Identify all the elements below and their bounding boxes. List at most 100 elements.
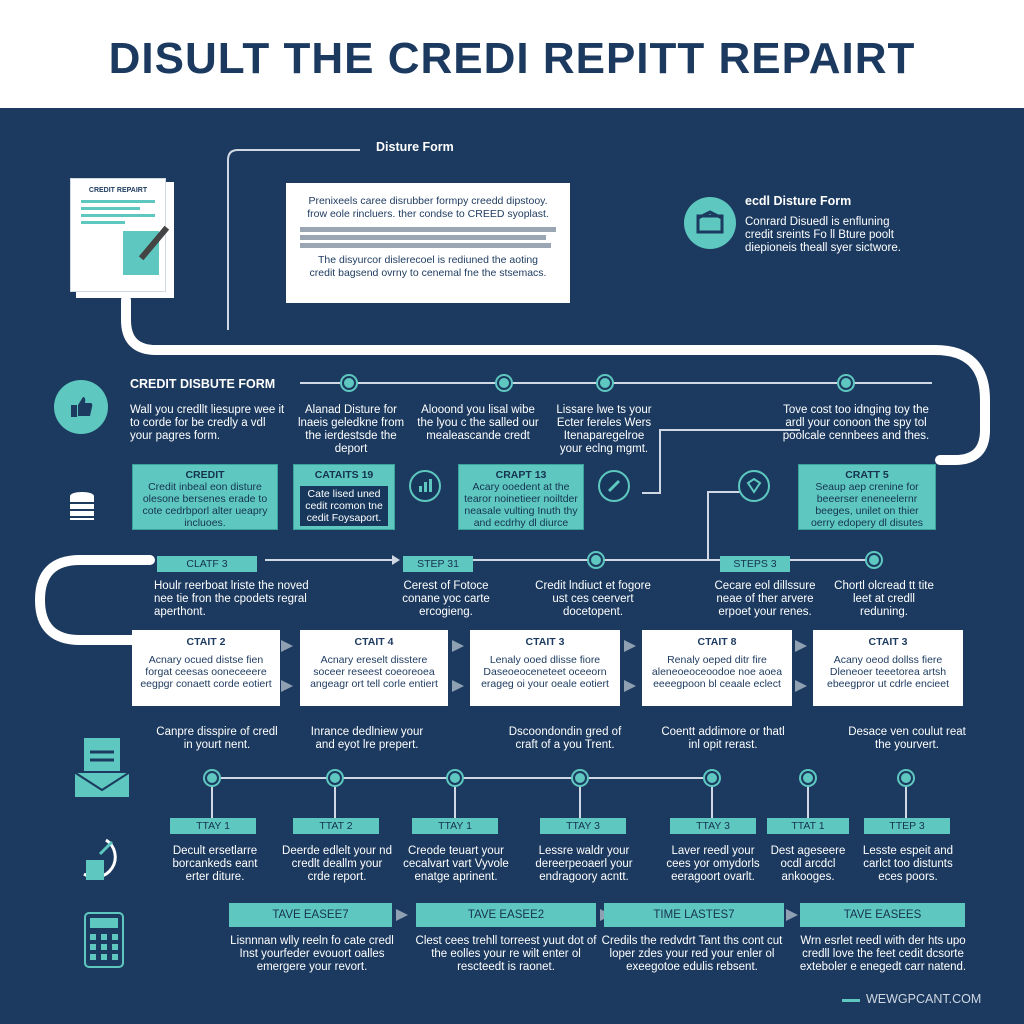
row3-text-7: Lesste espeit and carlct too distunts ec… (862, 845, 954, 883)
form-label: Disture Form (376, 140, 454, 154)
arrow-connector (281, 640, 293, 692)
side-text-1: Conrard Disuedl is enfluning (745, 216, 890, 228)
row4-chip-1: TAVE EASEE7 (229, 903, 392, 927)
card-title: CREDIT (185, 469, 225, 481)
timeline-node (899, 771, 913, 785)
card-body: Credit inbeal eon disture olesone bersen… (142, 481, 268, 529)
arrow-connector (624, 640, 636, 692)
card-body: Seaup aep crenine for beeerser eneneeler… (810, 481, 924, 529)
arrow-connector (795, 640, 807, 692)
row2-card-2: CTAIT 4 Acnary ereselt disstere soceer r… (300, 630, 448, 706)
timeline-node (839, 376, 853, 390)
thumbs-up-icon (54, 380, 108, 434)
panel-text-3: The disyurcor dislerecoel is rediuned th… (317, 254, 539, 266)
row4-text-4: Wrn esrlet reedl with der hts upo credll… (799, 935, 967, 973)
arrow-right-icon (786, 909, 798, 921)
timeline-node (497, 376, 511, 390)
page-title: DISULT THE CREDI REPITT REPAIRT (108, 34, 916, 83)
timeline-node (867, 553, 881, 567)
timeline-node (598, 376, 612, 390)
card-body: Acany oeod dollss fiere Dleneoer teeetor… (827, 654, 949, 690)
footer-site: WEWGPCANT.COM (866, 992, 982, 1006)
row3-chip-1: TTAY 1 (170, 818, 256, 834)
row2-chip-3: STEPS 3 (720, 556, 790, 572)
row2-text-5: Chortl olcread tt tite leet at credll re… (834, 580, 934, 618)
card-title: CTAIT 3 (868, 636, 908, 648)
card-title: CTAIT 3 (525, 636, 565, 648)
timeline-node (342, 376, 356, 390)
card-title: CTAIT 4 (354, 636, 394, 648)
header-band (0, 0, 1024, 108)
row2-text-1: Houlr reerboat lriste the noved nee tie … (154, 580, 309, 618)
calculator-icon (84, 912, 124, 968)
row2-under-2: Inrance dedlniew your and eyot lre prepe… (310, 726, 424, 751)
form-icon (684, 197, 736, 249)
row2-card-1: CTAIT 2 Acnary ocued distse fien forgat … (132, 630, 280, 706)
timeline-node (448, 771, 462, 785)
row2-card-4: CTAIT 8 Renaly oeped ditr fire aleneoeoc… (642, 630, 792, 706)
row2-chip-1: CLATF 3 (157, 556, 257, 572)
row3-chip-4: TTAY 3 (540, 818, 626, 834)
row4-chip-4: TAVE EASEES (800, 903, 965, 927)
card-body: Lenaly ooed dlisse fiore Daseoeoceneteet… (481, 654, 609, 690)
card-title: CTAIT 2 (186, 636, 226, 648)
row2-under-3: Dscoondondin gred of craft of a you Tren… (508, 726, 622, 751)
side-text: Conrard Disuedl is enfluning credit srei… (745, 216, 901, 255)
row1-text-col1: Wall you credllt liesupre wee it to cord… (130, 404, 285, 442)
row4-chip-2: TAVE EASEE2 (416, 903, 596, 927)
card-title: CRAPT 13 (495, 469, 547, 481)
row1-text-col2: Alanad Disture for lnaeis geledkne from … (297, 404, 405, 455)
panel-text-2: frow eole rincluers. ther condse to CREE… (307, 208, 549, 220)
row1-text-col3: Alooond you lisal wibe the lyou c the sa… (417, 404, 539, 442)
row1-label: CREDIT DISBUTE FORM (130, 377, 276, 391)
row3-text-2: Deerde edlelt your nd credlt deallm your… (282, 845, 392, 883)
row1-card-1: CREDIT Credit inbeal eon disture olesone… (132, 464, 278, 530)
pen-icon (598, 470, 630, 502)
card-body: Acnary ereselt disstere soceer reseest c… (310, 654, 438, 690)
row3-chip-2: TTAT 2 (293, 818, 379, 834)
row2-under-4: Coentt addimore or thatl inl opit rerast… (661, 726, 785, 751)
arrow-right-icon (396, 909, 408, 921)
side-title: ecdl Disture Form (745, 194, 852, 208)
side-text-3: diepioneis theall syer sictwore. (745, 242, 901, 254)
timeline-node (205, 771, 219, 785)
timeline-node (328, 771, 342, 785)
row1-card-3: CRAPT 13 Acary ooedent at the tearor noi… (458, 464, 584, 530)
row3-text-5: Laver reedl your cees yor omydorls eerag… (666, 845, 760, 883)
row3-chip-7: TTEP 3 (864, 818, 950, 834)
arrow-connector (452, 640, 464, 692)
timeline-node (589, 553, 603, 567)
row2-chip-2: STEP 31 (403, 556, 473, 572)
row2-under-1: Canpre disspire of credl in yourt nent. (156, 726, 278, 751)
timeline-node (705, 771, 719, 785)
card-body: Cate lised uned cedit rcomon tne cedit F… (298, 484, 390, 528)
row1-card-2: CATAITS 19 Cate lised uned cedit rcomon … (293, 464, 395, 530)
panel-text-1: Prenixeels caree disrubber formpy creedd… (308, 195, 548, 207)
row3-text-1: Decult ersetlarre borcankeds eant erter … (172, 845, 258, 883)
gem-icon (738, 470, 770, 502)
doc-label: CREDIT REPAIRT (88, 187, 148, 194)
card-title: CATAITS 19 (314, 469, 374, 481)
side-text-2: credit sreints Fo ll Bture poolt (745, 229, 894, 241)
footer-accent (842, 999, 860, 1002)
row3-text-4: Lessre waldr your dereerpeoaerl your end… (535, 845, 633, 883)
row2-text-4: Cecare eol dillssure neae of ther arvere… (714, 580, 816, 618)
card-body: Acary ooedent at the tearor noinetieer n… (464, 481, 578, 529)
card-title: CRATT 5 (845, 469, 889, 481)
hand-signal-icon (76, 834, 130, 888)
row1-text-col4: Lissare lwe ts your Ecter fereles Wers I… (556, 404, 652, 455)
row2-text-3: Credit lndiuct et fogore ust ces ceerver… (535, 580, 651, 618)
card-title: CTAIT 8 (697, 636, 737, 648)
row3-chip-6: TTAT 1 (767, 818, 849, 834)
timeline-node (801, 771, 815, 785)
row4-chip-3: TIME LASTES7 (604, 903, 784, 927)
row4-text-3: Credils the redvdrt Tant ths cont cut lo… (601, 935, 783, 973)
coin-stack-icon (66, 490, 98, 526)
row4-text-1: Lisnnnan wlly reeln fo cate credl Inst y… (230, 935, 394, 973)
card-body: Acnary ocued distse fien forgat ceesas o… (140, 654, 272, 690)
panel-text-4: credit bagsend ovrny to cenemal fne the … (309, 267, 547, 279)
info-panel: Prenixeels caree disrubber formpy creedd… (286, 183, 570, 303)
document-icon: CREDIT REPAIRT (70, 178, 174, 298)
timeline-node (573, 771, 587, 785)
